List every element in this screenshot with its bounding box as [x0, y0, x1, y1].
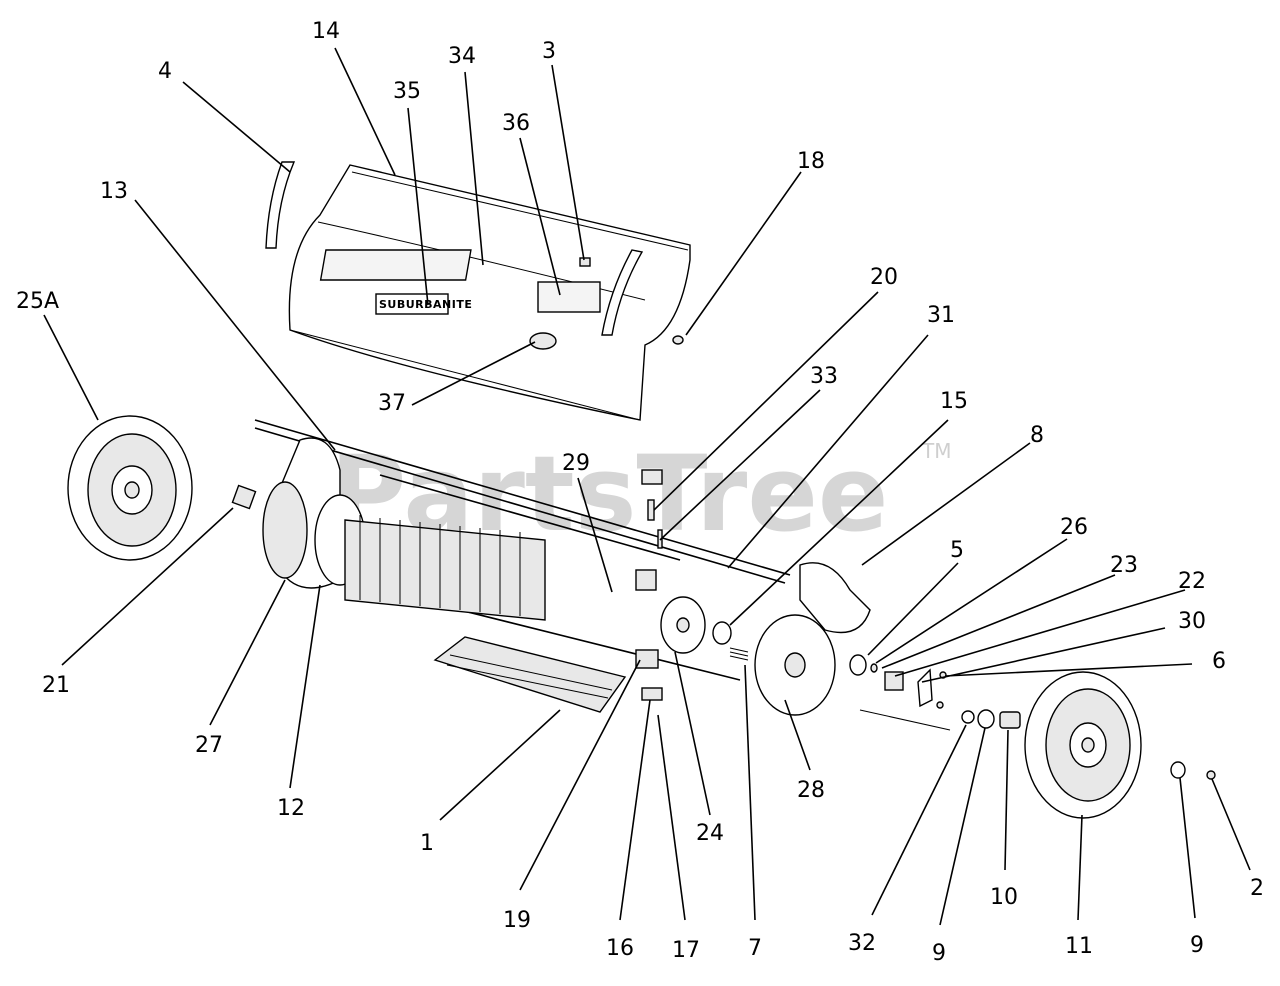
hood-assembly: SUBURBANITE [265, 161, 691, 421]
callout-16: 16 [606, 936, 634, 961]
callout-22: 22 [1178, 569, 1206, 594]
callout-13: 13 [100, 179, 128, 204]
decal-brand: SUBURBANITE [379, 298, 472, 311]
callout-24: 24 [696, 821, 724, 846]
callout-7: 7 [748, 936, 762, 961]
callout-34: 34 [448, 44, 476, 69]
callout-29: 29 [562, 451, 590, 476]
callout-3: 3 [542, 39, 556, 64]
callout-9-b: 9 [1190, 933, 1204, 958]
callout-27: 27 [195, 733, 223, 758]
callout-14: 14 [312, 19, 340, 44]
callout-15: 15 [940, 389, 968, 414]
callout-17: 17 [672, 938, 700, 963]
callout-36: 36 [502, 111, 530, 136]
callout-5: 5 [950, 538, 964, 563]
watermark-tm: TM [921, 439, 951, 463]
callout-33: 33 [810, 364, 838, 389]
callout-37: 37 [378, 391, 406, 416]
callout-25a: 25A [16, 289, 59, 314]
callout-labels: 14 4 35 34 3 36 18 13 25A 20 31 33 37 15… [16, 19, 1264, 966]
callout-31: 31 [927, 303, 955, 328]
callout-1: 1 [420, 831, 434, 856]
callout-30: 30 [1178, 609, 1206, 634]
leader-lines [43, 47, 1251, 926]
callout-12: 12 [277, 796, 305, 821]
callout-9-a: 9 [932, 941, 946, 966]
callout-21: 21 [42, 673, 70, 698]
callout-10: 10 [990, 885, 1018, 910]
callout-32: 32 [848, 931, 876, 956]
callout-18: 18 [797, 149, 825, 174]
callout-26: 26 [1060, 515, 1088, 540]
left-wheel [67, 415, 193, 561]
callout-2: 2 [1250, 876, 1264, 901]
callout-19: 19 [503, 908, 531, 933]
callout-20: 20 [870, 265, 898, 290]
callout-23: 23 [1110, 553, 1138, 578]
callout-6: 6 [1212, 649, 1226, 674]
callout-4: 4 [158, 59, 172, 84]
frame-assembly [231, 419, 1021, 731]
callout-28: 28 [797, 778, 825, 803]
callout-11: 11 [1065, 934, 1093, 959]
right-wheel [1024, 671, 1216, 819]
callout-8: 8 [1030, 423, 1044, 448]
callout-35: 35 [393, 79, 421, 104]
